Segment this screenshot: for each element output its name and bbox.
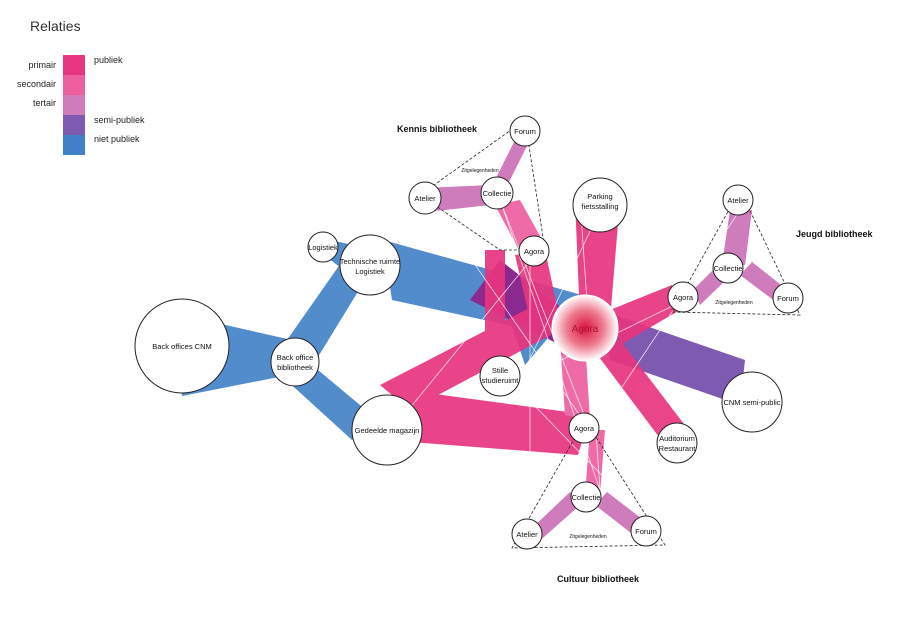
stille-label-1: Stille [492, 366, 508, 375]
cultuur-agora-node [568, 412, 600, 444]
kennis-atelier-node [408, 181, 442, 215]
tech-label-1: Technische ruimte [340, 257, 400, 266]
legend-swatch-semi-publiek [63, 115, 85, 135]
parking-label-2: fietsstalling [581, 202, 618, 211]
back-offices-cnm-node [134, 298, 230, 394]
band-gedeelde-agora [380, 300, 560, 410]
jeugd-atelier-node [722, 184, 754, 216]
legend-swatch-publiek [63, 55, 85, 75]
cnm-semi-public-label: CNM semi-public [723, 398, 780, 407]
back-office-bib-label-2: bibliotheek [277, 363, 313, 372]
kennis-zit-label: Zitgelegenheden [461, 168, 498, 174]
band-kennis-stille [485, 250, 505, 370]
kennis-agora-label: Agora [524, 247, 545, 256]
band-gedeelde-cultuuragora [385, 390, 590, 455]
legend-level-secondair: secondair [17, 79, 56, 89]
legend: primair secondair tertair publiek semi-p… [17, 55, 145, 155]
band-cultuur-atelier-collectie [530, 492, 580, 545]
group-title-jeugd: Jeugd bibliotheek [796, 229, 874, 239]
agora-main-circle [551, 294, 619, 362]
cnm-semi-public-node [721, 371, 783, 433]
kennis-forum-label: Forum [514, 127, 536, 136]
line-7 [499, 369, 651, 526]
jeugd-forum-node [772, 282, 804, 314]
cultuur-forum-node [630, 515, 662, 547]
tech-node [339, 234, 401, 296]
cultuur-collectie-label: Collectie [572, 493, 601, 502]
jeugd-atelier-label: Atelier [727, 196, 749, 205]
logistiek-node [307, 231, 339, 263]
cultuur-forum-label: Forum [635, 527, 657, 536]
back-office-bib-node [270, 337, 320, 387]
band-jeugd-atelier-collectie [722, 210, 752, 265]
line-9 [391, 254, 536, 431]
back-offices-cnm-label: Back offices CNM [152, 342, 211, 351]
auditorium-node [656, 422, 698, 464]
band-cultuuragora-collectie [585, 430, 605, 495]
back-office-bib-label-1: Back office [277, 353, 314, 362]
kennis-forum-node [509, 115, 541, 147]
stille-studieruimt-node [479, 355, 521, 397]
stille-label-2: studieruimt [482, 376, 520, 385]
logistiek-label: Logistiek [308, 243, 338, 252]
group-title-cultuur: Cultuur bibliotheek [557, 574, 640, 584]
cultuur-zit-label: Zitgelegenheden [569, 534, 606, 540]
jeugd-collectie-label: Collectie [714, 264, 743, 273]
line-6 [599, 209, 741, 421]
kennis-dashed-triangle [419, 119, 546, 251]
band-agora-jeugdagora [610, 285, 680, 345]
kennis-atelier-label: Atelier [414, 194, 436, 203]
cultuur-agora-label: Agora [574, 424, 595, 433]
legend-title: Relaties [30, 18, 81, 34]
line-8 [519, 209, 601, 381]
tech-label-2: Logistiek [355, 267, 385, 276]
jeugd-dashed-triangle [671, 189, 801, 316]
line-1 [499, 199, 591, 431]
jeugd-agora-label: Agora [673, 293, 694, 302]
band-agora-auditorium [590, 340, 690, 445]
kennis-collectie-node [480, 176, 514, 210]
bands-tertair [425, 140, 790, 545]
group-title-kennis: Kennis bibliotheek [397, 124, 478, 134]
legend-swatch-secondair [63, 75, 85, 95]
jeugd-zit-label: Zitgelegenheden [715, 300, 752, 306]
cultuur-atelier-label: Atelier [516, 530, 538, 539]
kennis-agora-node [518, 235, 550, 267]
auditorium-label-2: Restaurant [659, 444, 697, 453]
kennis-collectie-label: Collectie [483, 189, 512, 198]
band-kennis-atelier-collectie [425, 185, 490, 212]
parking-label-1: Parking [587, 192, 612, 201]
gedeelde-magazijn-label: Gedeelde magazijn [355, 426, 420, 435]
legend-label-publiek: publiek [94, 55, 123, 65]
legend-level-tertair: tertair [33, 98, 56, 108]
legend-level-primair: primair [28, 60, 56, 70]
parking-node [572, 177, 628, 233]
jeugd-collectie-node [712, 252, 744, 284]
jeugd-agora-node [667, 281, 699, 313]
line-3 [429, 199, 591, 431]
agora-main-label: Agora [572, 324, 599, 335]
jeugd-forum-label: Forum [777, 294, 799, 303]
legend-label-niet-publiek: niet publiek [94, 134, 140, 144]
cultuur-atelier-node [511, 518, 543, 550]
auditorium-label-1: Auditorium [659, 434, 695, 443]
cultuur-collectie-node [570, 481, 602, 513]
gedeelde-magazijn-node [351, 394, 423, 466]
legend-label-semi-publiek: semi-publiek [94, 115, 145, 125]
legend-swatch-tertair [63, 95, 85, 115]
legend-swatch-niet-publiek [63, 135, 85, 155]
